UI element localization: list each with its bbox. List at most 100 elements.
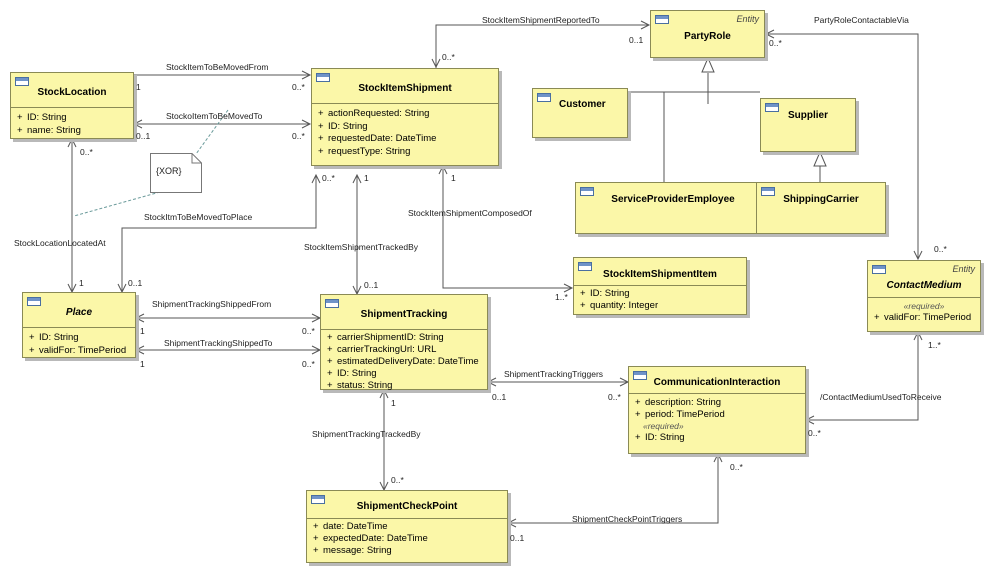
assoc-name: ShipmentCheckPointTriggers bbox=[572, 514, 683, 524]
assoc-name: ShipmentTrackingTriggers bbox=[504, 369, 604, 379]
class-icon bbox=[311, 495, 325, 504]
attribute: +actionRequested: String bbox=[318, 108, 430, 119]
class-stock-location[interactable]: StockLocation +ID: String +name: String bbox=[10, 72, 134, 139]
class-icon bbox=[655, 15, 669, 24]
class-icon bbox=[15, 77, 29, 86]
assoc-reported-to-line bbox=[435, 24, 648, 68]
multiplicity: 0..* bbox=[730, 462, 743, 472]
assoc-contactable-via-line bbox=[766, 33, 919, 259]
assoc-name: PartyRoleContactableVia bbox=[814, 15, 909, 25]
arrowhead bbox=[301, 70, 312, 80]
arrowhead bbox=[301, 119, 312, 129]
assoc-name: StockLocationLocatedAt bbox=[14, 238, 106, 248]
attribute: +message: String bbox=[313, 545, 392, 556]
multiplicity: 1 bbox=[451, 173, 456, 183]
class-party-role[interactable]: Entity PartyRole bbox=[650, 10, 765, 58]
arrowhead bbox=[913, 250, 923, 261]
class-stock-item-shipment[interactable]: StockItemShipment +actionRequested: Stri… bbox=[311, 68, 499, 166]
class-icon bbox=[537, 93, 551, 102]
xor-note-text: {XOR} bbox=[156, 166, 182, 176]
arrowhead bbox=[311, 173, 321, 184]
class-icon bbox=[765, 103, 779, 112]
attribute: +requestType: String bbox=[318, 145, 411, 157]
attribute: +ID: String bbox=[635, 432, 685, 443]
class-name: ServiceProviderEmployee bbox=[611, 194, 735, 205]
arrowhead bbox=[379, 388, 389, 399]
attribute: +ID: String bbox=[327, 368, 377, 379]
attribute: +ID: String bbox=[29, 332, 79, 343]
attribute: +estimatedDeliveryDate: DateTime bbox=[327, 356, 479, 367]
attribute: +status: String bbox=[327, 380, 393, 391]
multiplicity: 0..* bbox=[769, 38, 782, 48]
class-name: StockItemShipment bbox=[358, 83, 452, 94]
attribute: +validFor: TimePeriod bbox=[874, 312, 972, 323]
multiplicity: 0..1 bbox=[128, 278, 143, 288]
stereotype-label: «required» bbox=[903, 301, 945, 311]
class-name: Customer bbox=[559, 99, 606, 110]
attribute: +name: String bbox=[17, 124, 81, 136]
multiplicity: 0..* bbox=[302, 359, 315, 369]
assoc-name: ShipmentTrackingShippedFrom bbox=[152, 299, 272, 309]
class-name: CommunicationInteraction bbox=[653, 377, 781, 388]
class-icon bbox=[761, 187, 775, 196]
class-name: ContactMedium bbox=[886, 280, 962, 291]
multiplicity: 0..* bbox=[608, 392, 621, 402]
multiplicity: 0..* bbox=[292, 131, 305, 141]
class-name: PartyRole bbox=[684, 31, 731, 42]
class-supplier[interactable]: Supplier bbox=[760, 98, 856, 152]
assoc-name: ShipmentTrackingTrackedBy bbox=[312, 429, 421, 439]
assoc-used-to-receive-line bbox=[806, 332, 919, 421]
multiplicity: 1 bbox=[79, 278, 84, 288]
class-icon bbox=[872, 265, 886, 274]
stereotype-label: «required» bbox=[643, 421, 684, 431]
class-contact-medium[interactable]: Entity ContactMedium «required» +validFo… bbox=[867, 260, 981, 332]
class-name: ShipmentCheckPoint bbox=[356, 501, 458, 512]
class-name: ShipmentTracking bbox=[360, 309, 448, 320]
assoc-name: ShipmentTrackingShippedTo bbox=[164, 338, 273, 348]
attribute: +expectedDate: DateTime bbox=[313, 533, 428, 544]
class-icon bbox=[578, 262, 592, 271]
class-communication-interaction[interactable]: CommunicationInteraction +description: S… bbox=[628, 366, 806, 454]
class-service-provider-employee[interactable]: ServiceProviderEmployee bbox=[575, 182, 771, 234]
class-shipment-tracking[interactable]: ShipmentTracking +carrierShipmentID: Str… bbox=[320, 294, 488, 391]
class-name: Place bbox=[65, 307, 93, 318]
class-place[interactable]: Place +ID: String +validFor: TimePeriod bbox=[22, 292, 136, 358]
multiplicity: 0..* bbox=[80, 147, 93, 157]
attribute: +date: DateTime bbox=[313, 521, 388, 532]
arrowhead bbox=[132, 119, 143, 129]
assoc-checkpoint-triggers-line bbox=[508, 454, 719, 524]
class-name: StockLocation bbox=[37, 87, 107, 98]
multiplicity: 0..1 bbox=[492, 392, 507, 402]
attribute: +description: String bbox=[635, 397, 722, 408]
multiplicity: 1 bbox=[136, 82, 141, 92]
arrowhead bbox=[563, 283, 574, 293]
class-name: StockItemShipmentItem bbox=[603, 269, 717, 280]
multiplicity: 0..1 bbox=[629, 35, 644, 45]
attribute: +carrierShipmentID: String bbox=[327, 332, 444, 343]
assoc-composed-of-line bbox=[442, 166, 572, 289]
arrowhead bbox=[764, 29, 775, 39]
arrowhead bbox=[804, 415, 815, 425]
arrowhead bbox=[431, 58, 441, 69]
arrowhead bbox=[134, 313, 145, 323]
multiplicity: 0..* bbox=[391, 475, 404, 485]
class-icon bbox=[316, 73, 330, 82]
class-shipping-carrier[interactable]: ShippingCarrier bbox=[756, 182, 886, 234]
assoc-name: StockItemShipmentTrackedBy bbox=[304, 242, 419, 252]
stereotype-label: Entity bbox=[952, 264, 975, 274]
multiplicity: 0..* bbox=[322, 173, 335, 183]
multiplicity: 0..1 bbox=[364, 280, 379, 290]
class-customer[interactable]: Customer bbox=[532, 88, 628, 138]
assoc-name: /ContactMediumUsedToReceive bbox=[820, 392, 942, 402]
multiplicity: 0..* bbox=[292, 82, 305, 92]
class-stock-item-shipment-item[interactable]: StockItemShipmentItem +ID: String +quant… bbox=[573, 257, 747, 315]
multiplicity: 0..* bbox=[302, 326, 315, 336]
arrowhead bbox=[713, 452, 723, 463]
class-name: ShippingCarrier bbox=[783, 194, 859, 205]
attribute: +carrierTrackingUrl: URL bbox=[327, 344, 437, 355]
class-shipment-check-point[interactable]: ShipmentCheckPoint +date: DateTime +expe… bbox=[306, 490, 508, 563]
multiplicity: 1..* bbox=[928, 340, 941, 350]
assoc-name: StockItemShipmentReportedTo bbox=[482, 15, 600, 25]
arrowhead bbox=[352, 173, 362, 184]
class-icon bbox=[633, 371, 647, 380]
